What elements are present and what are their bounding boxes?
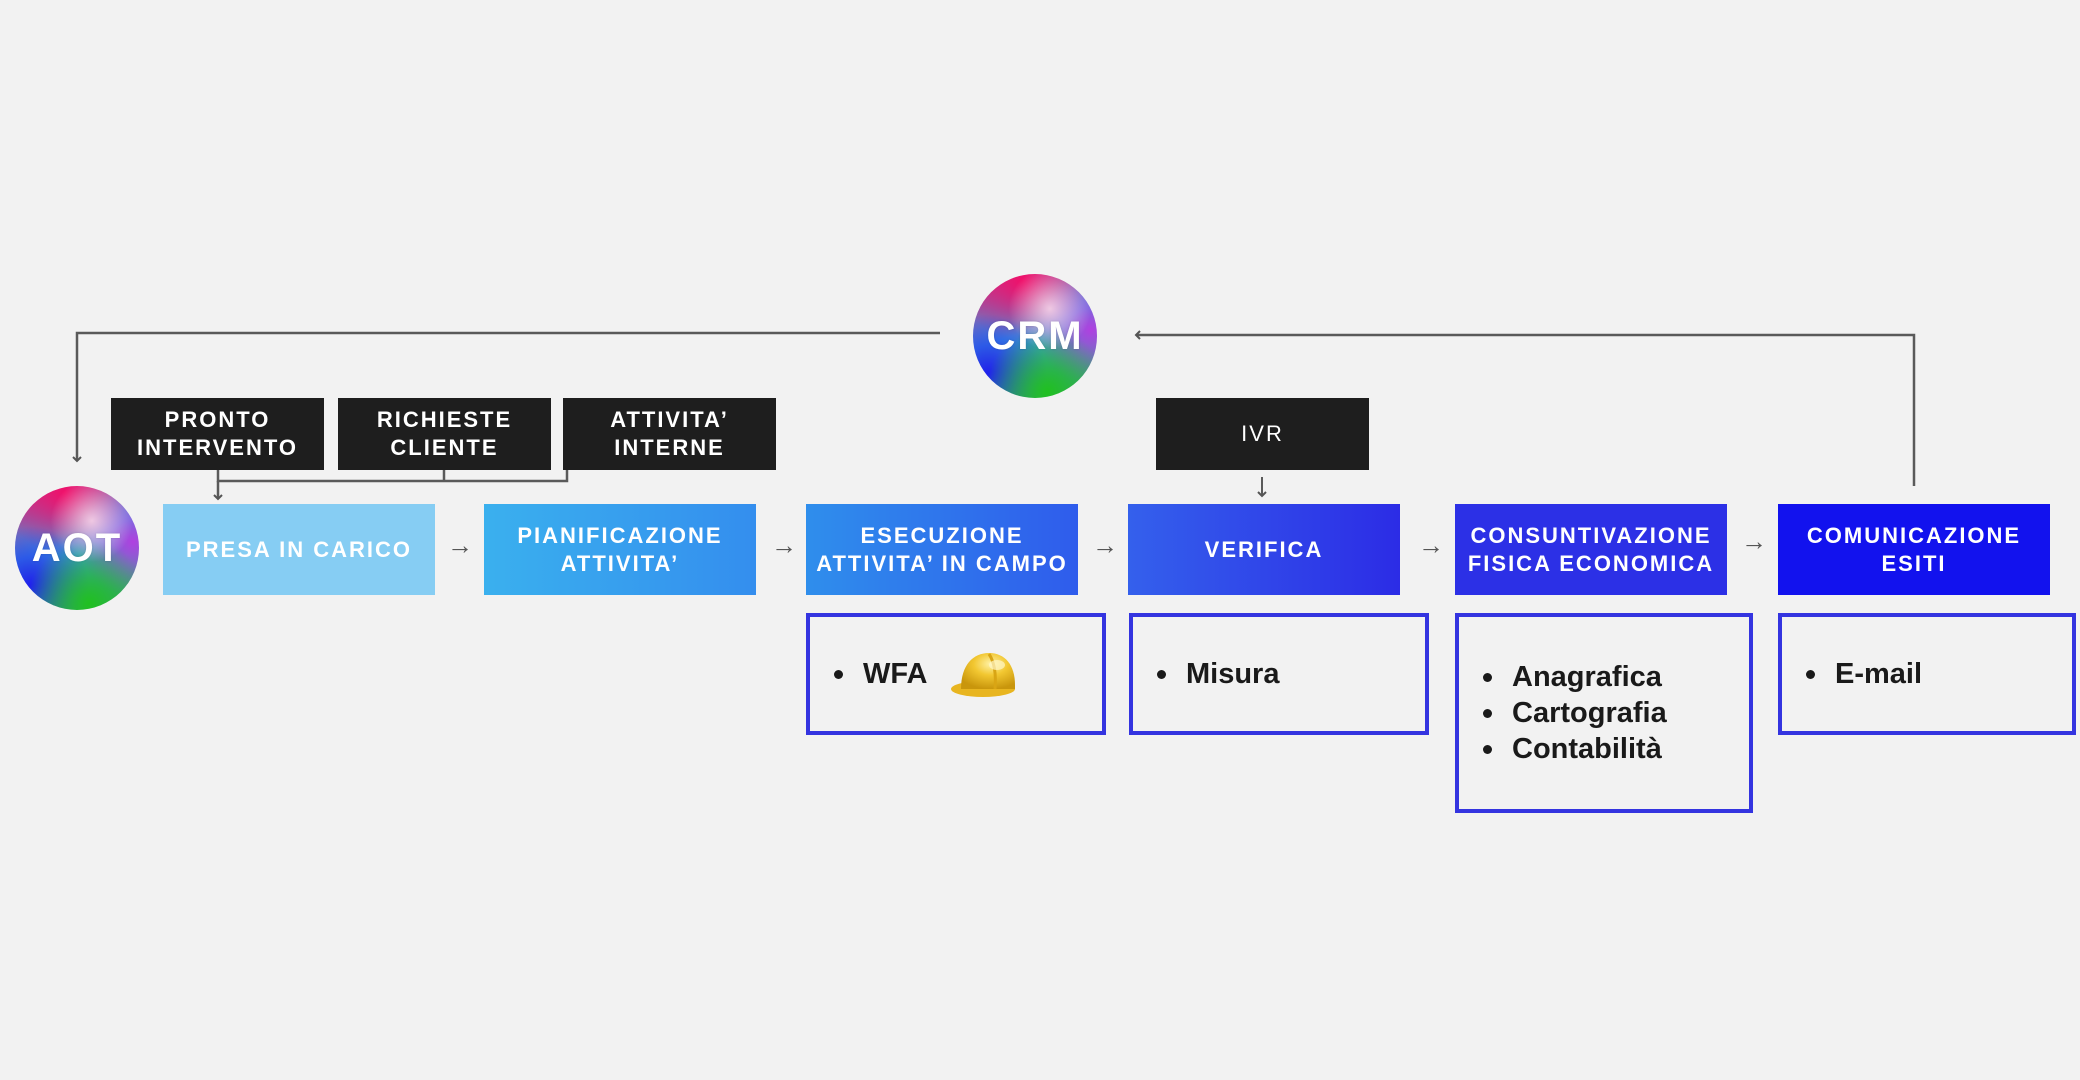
step-comunicazione-esiti[interactable]: COMUNICAZIONE ESITI bbox=[1778, 504, 2050, 595]
aot-label: AOT bbox=[31, 525, 123, 570]
sources-bus-connector bbox=[216, 470, 569, 483]
step-verifica[interactable]: VERIFICA bbox=[1128, 504, 1400, 595]
crm-node[interactable]: CRM bbox=[973, 274, 1097, 398]
bullet-icon bbox=[1157, 669, 1166, 679]
detail-list: E-mail bbox=[1802, 656, 1922, 692]
arrow-icon: → bbox=[1092, 530, 1118, 560]
detail-item-label: WFA bbox=[863, 658, 928, 690]
step-presa-in-carico[interactable]: PRESA IN CARICO bbox=[163, 504, 435, 595]
arrow-icon: → bbox=[771, 530, 797, 560]
arrow-icon: → bbox=[1741, 526, 1767, 556]
source-attivita-interne[interactable]: ATTIVITA’ INTERNE bbox=[563, 398, 776, 470]
detail-list: WFA bbox=[830, 649, 1021, 699]
detail-item: Misura bbox=[1153, 656, 1279, 692]
step-esecuzione-attivita-in-campo[interactable]: ESECUZIONE ATTIVITA’ IN CAMPO bbox=[806, 504, 1078, 595]
bullet-icon bbox=[1483, 672, 1492, 682]
detail-comunicazione: E-mail bbox=[1778, 613, 2076, 735]
detail-item-label: Contabilità bbox=[1512, 733, 1662, 765]
source-ivr[interactable]: IVR bbox=[1156, 398, 1369, 470]
detail-consuntivazione: Anagrafica Cartografia Contabilità bbox=[1455, 613, 1753, 813]
detail-item: Contabilità bbox=[1479, 731, 1667, 767]
detail-item-label: Anagrafica bbox=[1512, 661, 1662, 693]
detail-item-label: Misura bbox=[1186, 658, 1280, 690]
source-richieste-cliente[interactable]: RICHIESTE CLIENTE bbox=[338, 398, 551, 470]
step-pianificazione-attivita[interactable]: PIANIFICAZIONE ATTIVITA’ bbox=[484, 504, 756, 595]
detail-item: WFA bbox=[830, 649, 1021, 699]
hard-hat-icon bbox=[949, 649, 1021, 699]
bullet-icon bbox=[1483, 708, 1492, 718]
detail-item-label: Cartografia bbox=[1512, 697, 1667, 729]
detail-verifica: Misura bbox=[1129, 613, 1429, 735]
detail-item: Cartografia bbox=[1479, 695, 1667, 731]
arrow-icon: → bbox=[1418, 530, 1444, 560]
aot-node[interactable]: AOT bbox=[15, 486, 139, 610]
detail-item: E-mail bbox=[1802, 656, 1922, 692]
arrow-icon: → bbox=[447, 530, 473, 560]
detail-item-label: E-mail bbox=[1835, 658, 1923, 690]
detail-item: Anagrafica bbox=[1479, 659, 1667, 695]
detail-esecuzione: WFA bbox=[806, 613, 1106, 735]
detail-list: Anagrafica Cartografia Contabilità bbox=[1479, 659, 1667, 767]
detail-list: Misura bbox=[1153, 656, 1279, 692]
bullet-icon bbox=[834, 669, 843, 679]
source-pronto-intervento[interactable]: PRONTO INTERVENTO bbox=[111, 398, 324, 470]
crm-label: CRM bbox=[986, 313, 1084, 358]
step-consuntivazione-fisica-economica[interactable]: CONSUNTIVAZIONE FISICA ECONOMICA bbox=[1455, 504, 1727, 595]
bullet-icon bbox=[1806, 669, 1815, 679]
bullet-icon bbox=[1483, 744, 1492, 754]
